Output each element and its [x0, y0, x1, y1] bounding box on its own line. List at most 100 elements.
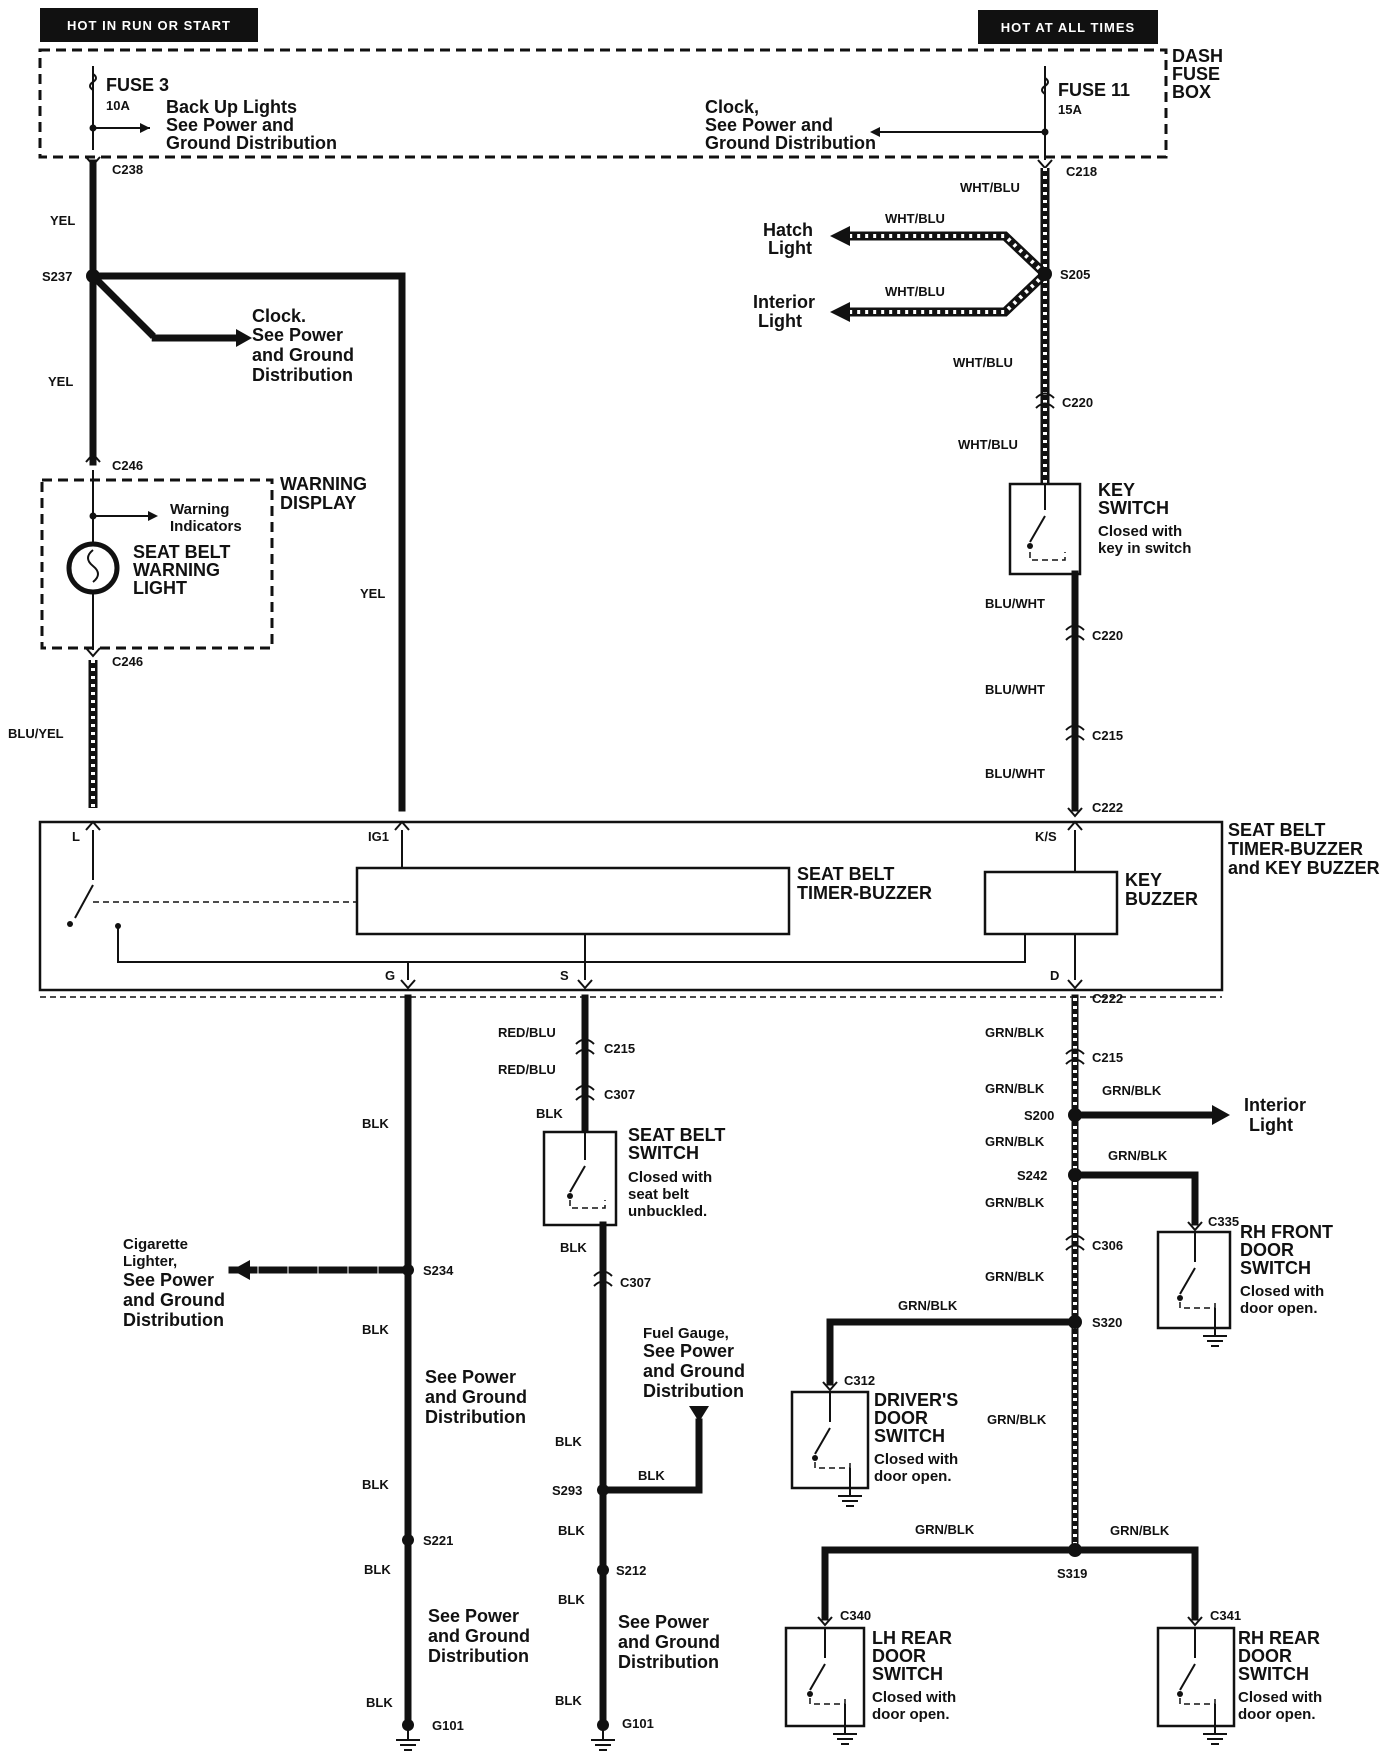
pin-g-label: G — [385, 968, 395, 983]
warning-indicators-label: Warning — [170, 501, 229, 518]
spg2-label-3: Distribution — [428, 1646, 529, 1666]
seat-belt-switch-label: SEAT BELT — [628, 1125, 725, 1145]
key-buzzer-label-2: BUZZER — [1125, 889, 1198, 909]
grn-blk-label-3: GRN/BLK — [985, 1134, 1045, 1149]
c218-label: C218 — [1066, 164, 1097, 179]
c238-label: C238 — [112, 162, 143, 177]
wht-blu-label-2: WHT/BLU — [885, 211, 945, 226]
hatch-light-arrow-icon — [830, 226, 850, 246]
warning-indicators-arrow-icon — [148, 511, 158, 521]
drivers-door-label-2: DOOR — [874, 1408, 928, 1428]
dash-fuse-box — [38, 48, 1168, 159]
yel-label-1: YEL — [50, 213, 75, 228]
spg1-label: See Power — [425, 1367, 516, 1387]
s319-label: S319 — [1057, 1566, 1087, 1581]
seat-belt-switch-note-3: unbuckled. — [628, 1203, 707, 1220]
fuel-gauge-label-2: See Power — [643, 1341, 734, 1361]
interior-light-wire — [850, 270, 1049, 317]
blk-seat-label-1: BLK — [536, 1106, 563, 1121]
cig-label: Cigarette — [123, 1236, 188, 1253]
timer-buzzer-label-2: TIMER-BUZZER — [797, 883, 932, 903]
lh-rear-door-note: Closed with — [872, 1689, 956, 1706]
pin-ks-label: K/S — [1035, 829, 1057, 844]
red-blu-label-2: RED/BLU — [498, 1062, 556, 1077]
seat-belt-warning-bulb-icon — [66, 541, 120, 595]
seat-belt-timer-buzzer-box — [355, 866, 791, 936]
lh-rear-door-label-2: DOOR — [872, 1646, 926, 1666]
rh-front-door-label-3: SWITCH — [1240, 1258, 1311, 1278]
spg1-label-2: and Ground — [425, 1387, 527, 1407]
fuse-box-label: DASH — [1172, 46, 1223, 66]
spg-seat-label-3: Distribution — [618, 1652, 719, 1672]
grn-blk-rh-label: GRN/BLK — [1108, 1148, 1168, 1163]
fuse11-symbol — [1041, 77, 1049, 95]
interior-light-door-arrow-icon — [1212, 1105, 1230, 1125]
rh-rear-door-label-2: DOOR — [1238, 1646, 1292, 1666]
warning-display-box — [40, 478, 274, 650]
drivers-door-switch-contact-icon — [812, 1392, 851, 1488]
blk-label-3: BLK — [362, 1477, 389, 1492]
clock-label: Clock, — [705, 97, 759, 117]
spg2-label: See Power — [428, 1606, 519, 1626]
pin-l-label: L — [72, 829, 80, 844]
hatch-light-label: Hatch — [763, 220, 813, 240]
hot-at-all-times-tab: HOT AT ALL TIMES — [978, 10, 1158, 44]
pin-ig1-label: IG1 — [368, 829, 389, 844]
timer-buzzer-label: SEAT BELT — [797, 864, 894, 884]
clock-ground-label: Ground Distribution — [705, 133, 876, 153]
g101-label-center: G101 — [622, 1716, 654, 1731]
lh-rear-door-label-3: SWITCH — [872, 1664, 943, 1684]
rh-rear-door-note: Closed with — [1238, 1689, 1322, 1706]
key-switch-note: Closed with — [1098, 523, 1182, 540]
blu-yel-label: BLU/YEL — [8, 726, 64, 741]
module-title: SEAT BELT — [1228, 820, 1325, 840]
lh-rear-door-switch-contact-icon — [807, 1628, 846, 1726]
clock-branch-wire — [95, 278, 242, 342]
s212-label: S212 — [616, 1563, 646, 1578]
cigarette-arrow-icon — [232, 1260, 250, 1280]
yel-label-3: YEL — [360, 586, 385, 601]
wht-blu-label-1: WHT/BLU — [960, 180, 1020, 195]
blk-label-4: BLK — [364, 1562, 391, 1577]
clock-branch-arrow-icon — [236, 329, 252, 347]
lh-rear-door-label: LH REAR — [872, 1628, 952, 1648]
fuel-gauge-label-4: Distribution — [643, 1381, 744, 1401]
fuel-gauge-arrow-icon — [689, 1406, 709, 1422]
rh-rear-door-label: RH REAR — [1238, 1628, 1320, 1648]
blk-label-2: BLK — [362, 1322, 389, 1337]
yel-wire-to-ig1 — [89, 272, 406, 812]
rh-rear-door-note-2: door open. — [1238, 1706, 1316, 1723]
blk-seat-label-5: BLK — [558, 1592, 585, 1607]
ground-icon — [1203, 1726, 1227, 1745]
warning-indicators-label-2: Indicators — [170, 518, 242, 535]
seat-belt-switch-box — [542, 1130, 618, 1227]
pin-d-label: D — [1050, 968, 1059, 983]
seat-belt-switch-contact-icon — [567, 1132, 606, 1209]
rh-front-door-label-2: DOOR — [1240, 1240, 1294, 1260]
grn-blk-label-2: GRN/BLK — [985, 1081, 1045, 1096]
s234-label: S234 — [423, 1263, 454, 1278]
rh-front-door-label: RH FRONT — [1240, 1222, 1333, 1242]
key-switch-box — [1008, 482, 1082, 576]
seat-belt-light-label-2: WARNING — [133, 560, 220, 580]
rh-front-branch-wire — [1071, 1171, 1199, 1226]
backup-ground-label: Ground Distribution — [166, 133, 337, 153]
key-buzzer-box — [983, 870, 1119, 936]
blk-branch-label: BLK — [638, 1468, 665, 1483]
c220-label-bottom: C220 — [1092, 628, 1123, 643]
s205-label: S205 — [1060, 267, 1090, 282]
backup-lights-label: Back Up Lights — [166, 97, 297, 117]
key-switch-contact-icon — [1027, 484, 1066, 561]
fuel-gauge-label-3: and Ground — [643, 1361, 745, 1381]
driver-door-branch-wire — [826, 1318, 1079, 1386]
fuse11-label: FUSE 11 — [1058, 80, 1130, 100]
rh-rear-branch-wire — [1071, 1546, 1199, 1621]
blk-seat-label-4: BLK — [558, 1523, 585, 1538]
cig-label-4: and Ground — [123, 1290, 225, 1310]
hot-in-run-tab: HOT IN RUN OR START — [40, 8, 258, 42]
c218-connector-icon — [1037, 159, 1053, 170]
s234-splice — [402, 1264, 414, 1276]
seat-belt-switch-note: Closed with — [628, 1169, 712, 1186]
clock2-dist: Distribution — [252, 365, 353, 385]
